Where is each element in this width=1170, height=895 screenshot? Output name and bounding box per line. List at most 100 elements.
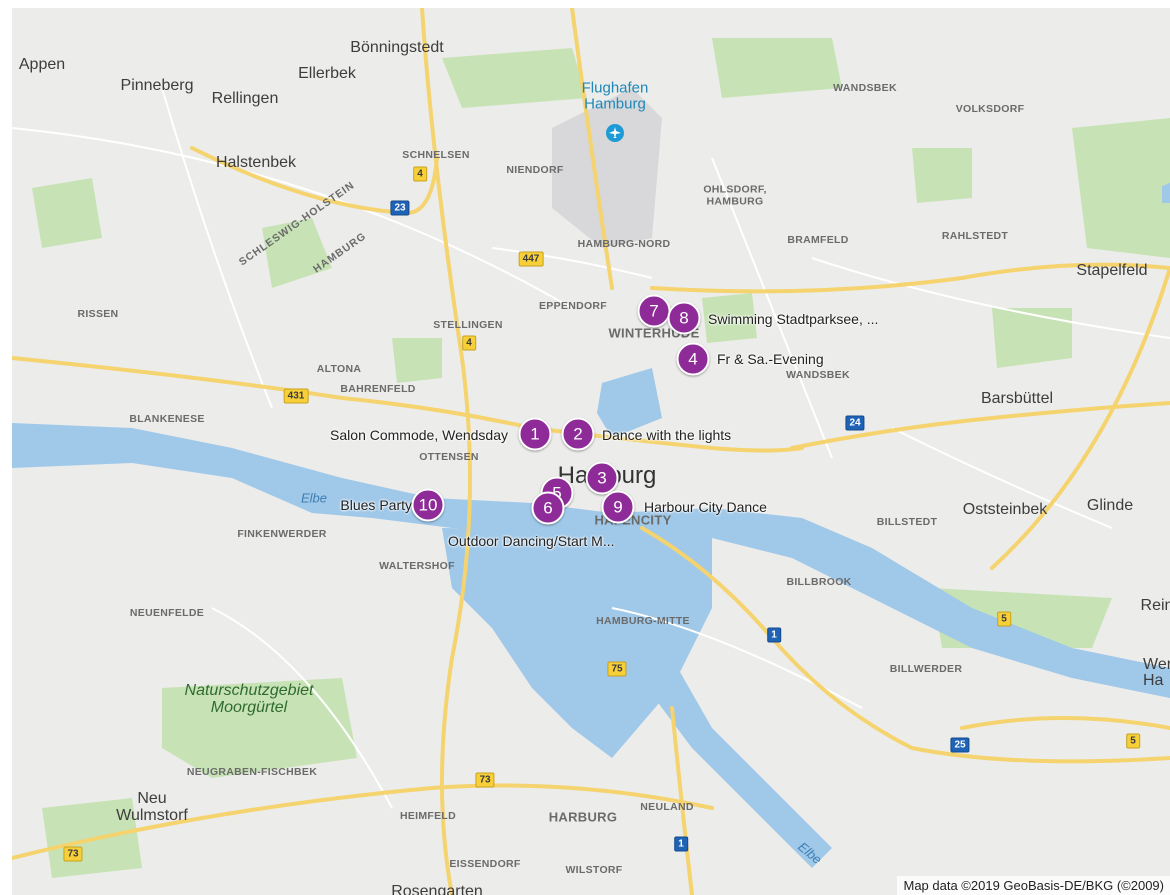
minor-road [491, 247, 653, 279]
airport-area [552, 88, 662, 248]
district-label: BLANKENESE [129, 412, 205, 425]
river-label: Elbe [300, 490, 328, 506]
road-east-ring [990, 266, 1170, 570]
marker-label[interactable]: Swimming Stadtparksee, ... [708, 311, 879, 327]
minor-road [12, 127, 573, 309]
town-label: Oststeinbek [962, 501, 1048, 518]
road-shield: 447 [518, 251, 544, 267]
road-shield: 25 [950, 737, 970, 753]
park-area [32, 178, 102, 248]
town-label: Rellingen [211, 90, 279, 107]
district-label: BILLSTEDT [876, 515, 938, 528]
marker-label[interactable]: Dance with the lights [602, 427, 732, 443]
elbe-river [12, 423, 1170, 698]
road-shield: 1 [674, 836, 688, 852]
road-south-east [960, 716, 1170, 730]
district-label: OTTENSEN [419, 450, 479, 463]
district-label: VOLKSDORF [955, 102, 1025, 115]
park-label: Naturschutzgebiet Moorgürtel [184, 682, 314, 716]
district-label: WILSTORF [565, 863, 623, 876]
event-marker-7[interactable]: 7 [637, 294, 671, 328]
district-label: NEUGRABEN-FISCHBEK [186, 765, 318, 778]
road-harburg [12, 783, 714, 860]
map-attribution[interactable]: Map data ©2019 GeoBasis-DE/BKG (©2009) [897, 876, 1170, 895]
district-label: OHLSDORF, HAMBURG [703, 183, 767, 207]
road-shield: 4 [462, 335, 476, 351]
water-areas [12, 183, 1170, 868]
park-area [162, 678, 357, 778]
map-base-layer [12, 8, 1170, 895]
minor-road [161, 87, 273, 409]
event-marker-4[interactable]: 4 [676, 342, 710, 376]
district-label: STELLINGEN [433, 318, 503, 331]
town-label: Neu Wulmstorf [116, 790, 188, 824]
district-label: BAHRENFELD [340, 382, 416, 395]
district-label: WANDSBEK [786, 368, 850, 381]
district-label: HARBURG [548, 809, 618, 825]
road-shield: 1 [767, 627, 781, 643]
district-label: HAMBURG-MITTE [596, 614, 690, 627]
district-label: WALTERSHOF [379, 559, 455, 572]
park-area [442, 48, 587, 108]
park-area [262, 218, 332, 288]
park-areas [32, 38, 1170, 878]
event-marker-10[interactable]: 10 [411, 488, 445, 522]
southern-elbe [612, 568, 832, 868]
event-marker-8[interactable]: 8 [667, 301, 701, 335]
district-label: RAHLSTEDT [941, 229, 1009, 242]
road-shield: 5 [997, 611, 1011, 627]
road-east [650, 262, 1170, 294]
road-shield: 431 [283, 388, 309, 404]
road-shield: 73 [63, 846, 83, 862]
marker-label[interactable]: Blues Party [340, 497, 412, 513]
district-label: HEIMFELD [399, 809, 457, 822]
district-label: EISSENDORF [449, 857, 521, 870]
major-roads [12, 8, 1170, 895]
town-label: Wer Ha [1143, 656, 1170, 689]
road-shield: 4 [413, 166, 427, 182]
road-shield: 75 [607, 661, 627, 677]
district-label: SCHNELSEN [402, 148, 470, 161]
park-area [392, 338, 442, 383]
road-shield: 23 [390, 200, 410, 216]
road-north [570, 8, 614, 290]
district-label: NEUENFELDE [129, 606, 205, 619]
event-marker-3[interactable]: 3 [585, 461, 619, 495]
airport-label: Flughafen Hamburg [581, 79, 649, 112]
district-label: ALTONA [316, 362, 362, 375]
district-label: NIENDORF [506, 163, 564, 176]
marker-label[interactable]: Outdoor Dancing/Start M... [448, 533, 615, 549]
minor-road [711, 157, 833, 459]
district-label: HAMBURG-NORD [577, 237, 671, 250]
town-label: Barsbüttel [980, 390, 1054, 407]
autobahn-a23 [190, 146, 439, 216]
marker-label[interactable]: Salon Commode, Wendsday [330, 427, 508, 443]
marker-label[interactable]: Harbour City Dance [644, 499, 767, 515]
town-label: Rein [1140, 597, 1170, 614]
road-shield: 73 [475, 772, 495, 788]
district-label: NEULAND [640, 800, 694, 813]
district-label: BRAMFELD [787, 233, 849, 246]
event-marker-1[interactable]: 1 [518, 417, 552, 451]
map-canvas[interactable]: Appen Pinneberg Rellingen Bönningstedt E… [12, 8, 1170, 895]
minor-roads [12, 87, 1170, 809]
marker-label[interactable]: Fr & Sa.-Evening [717, 351, 824, 367]
town-label: Appen [18, 56, 66, 73]
town-label: Pinneberg [120, 77, 194, 94]
road-west [12, 356, 534, 430]
minor-road [211, 607, 393, 809]
minor-road [811, 257, 1170, 339]
alster-lake [597, 368, 662, 438]
autobahn-a1-south [670, 706, 694, 895]
town-label: Stapelfeld [1076, 262, 1148, 279]
event-marker-2[interactable]: 2 [561, 417, 595, 451]
town-label: Ellerbek [298, 65, 356, 82]
park-area [712, 38, 842, 98]
park-area [702, 293, 757, 343]
town-label: Halstenbek [215, 154, 297, 171]
autobahn-a24 [790, 401, 1170, 450]
event-marker-9[interactable]: 9 [601, 490, 635, 524]
event-marker-6[interactable]: 6 [531, 491, 565, 525]
minor-road [891, 427, 1113, 529]
town-label: Bönningstedt [350, 39, 444, 56]
